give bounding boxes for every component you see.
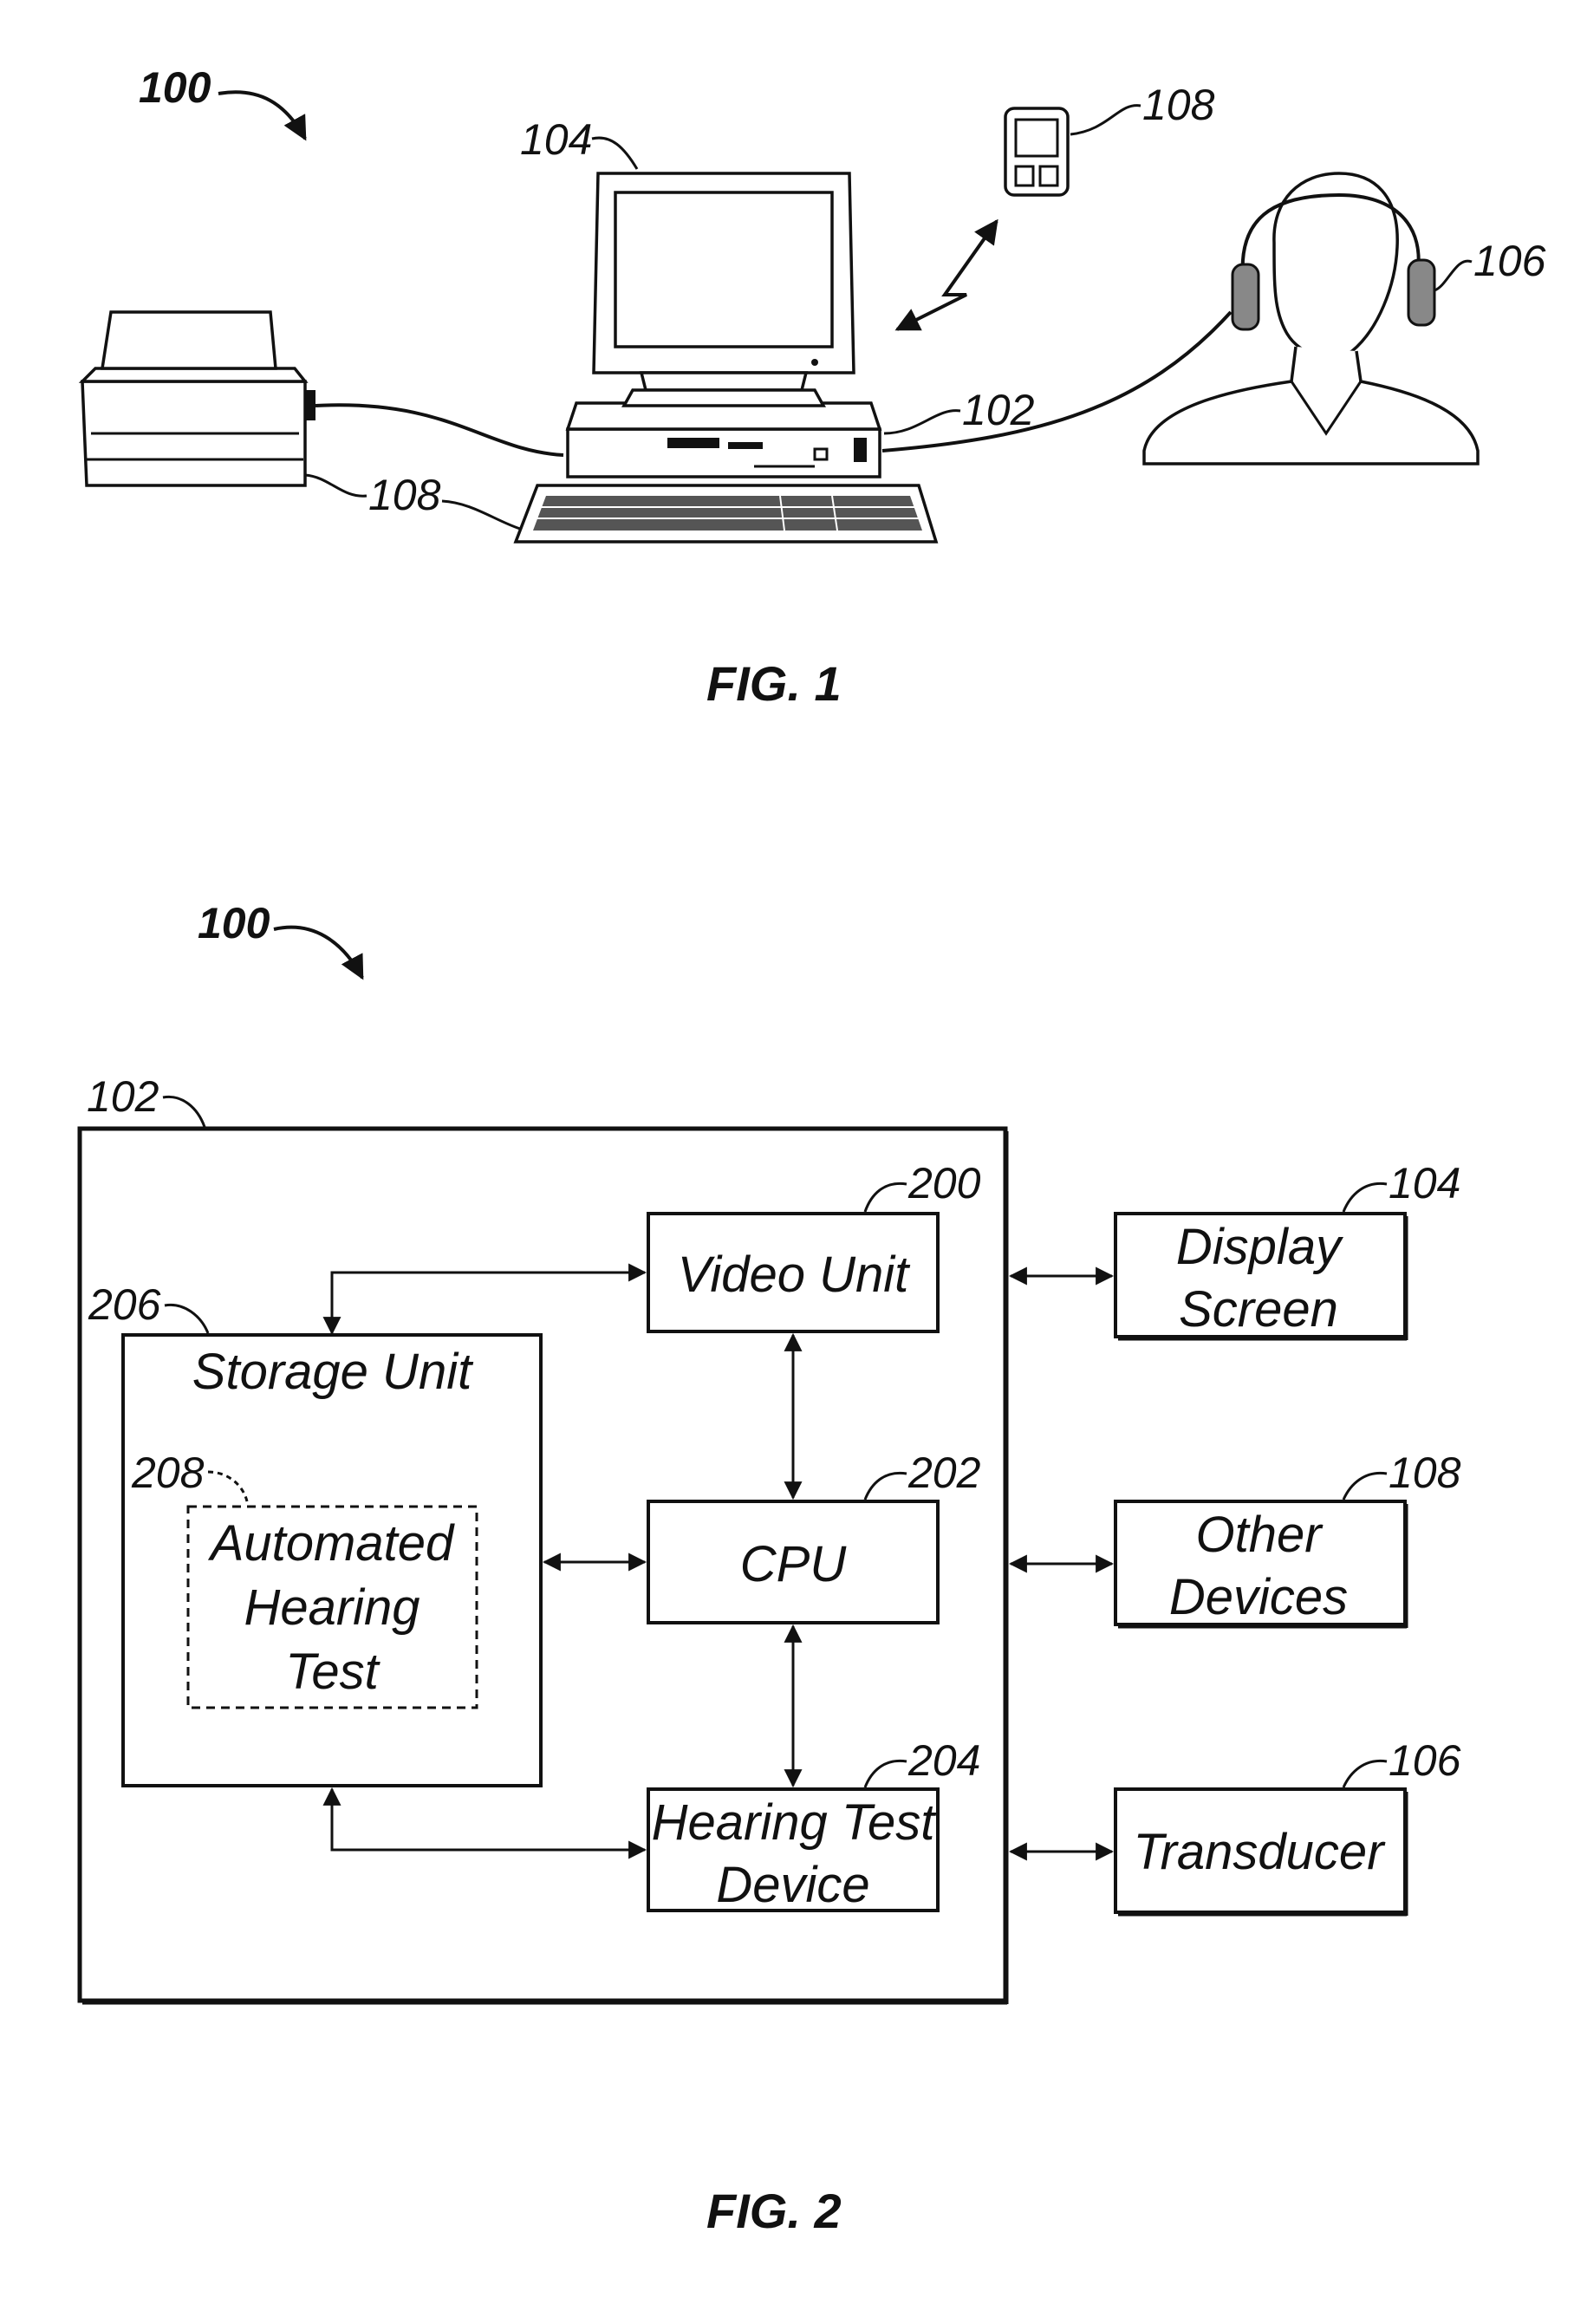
video-unit-label: Video Unit	[678, 1247, 911, 1303]
leader-printer	[305, 475, 367, 496]
monitor-illustration	[594, 173, 854, 406]
ref-system-fig1: 100	[139, 63, 211, 112]
leader-computer	[884, 411, 960, 433]
ref-system-fig2: 100	[198, 899, 270, 947]
ref-computer: 102	[962, 386, 1035, 434]
ref-video: 200	[907, 1159, 981, 1208]
leader-player	[1070, 106, 1141, 134]
ref-monitor: 104	[520, 115, 592, 164]
computer-illustration	[516, 403, 936, 542]
ref-arrow-system-fig1	[218, 92, 305, 139]
automated-hearing-test-line-1: Automated	[208, 1515, 455, 1572]
hearing-test-device-line-1: Hearing Test	[652, 1794, 938, 1851]
ref-listener: 106	[1473, 237, 1546, 285]
wireless-link	[897, 221, 997, 329]
ref-hearing-device: 204	[907, 1736, 980, 1785]
printer-illustration	[82, 312, 315, 485]
ref-cpu: 202	[907, 1448, 981, 1497]
portable-player-illustration	[1005, 108, 1068, 195]
other-devices-line-2: Devices	[1169, 1569, 1348, 1625]
ref-printer: 108	[368, 471, 441, 519]
storage-unit-title: Storage Unit	[192, 1344, 474, 1400]
cpu-label: CPU	[740, 1536, 848, 1592]
ref-transducer: 106	[1389, 1736, 1461, 1785]
ref-computer-fig2: 102	[87, 1072, 159, 1121]
leader-monitor	[592, 138, 637, 169]
fig1-caption: FIG. 1	[706, 656, 842, 711]
listener-illustration	[1144, 173, 1478, 464]
hearing-test-device-line-2: Device	[716, 1857, 869, 1913]
printer-cable	[315, 405, 563, 455]
ref-player: 108	[1142, 81, 1215, 129]
automated-hearing-test-line-2: Hearing	[244, 1579, 420, 1636]
automated-hearing-test-line-3: Test	[285, 1644, 380, 1700]
ref-arrow-system-fig2	[274, 928, 362, 978]
leader-listener	[1434, 261, 1472, 290]
fig2: 100 102 Storage Unit 206 Automated Heari…	[80, 899, 1461, 2238]
leader-keyboard	[442, 501, 520, 529]
leader-display	[1343, 1183, 1387, 1212]
fig1: 100	[82, 63, 1546, 711]
leader-other	[1343, 1473, 1387, 1500]
ref-other: 108	[1389, 1448, 1461, 1497]
transducer-label: Transducer	[1133, 1824, 1386, 1880]
ref-test: 208	[131, 1448, 205, 1497]
leader-computer-fig2	[163, 1097, 205, 1127]
display-screen-line-1: Display	[1176, 1219, 1343, 1275]
leader-transducer	[1343, 1761, 1387, 1787]
fig2-caption: FIG. 2	[706, 2184, 842, 2238]
display-screen-line-2: Screen	[1179, 1281, 1338, 1338]
ref-display: 104	[1389, 1159, 1460, 1208]
other-devices-line-1: Other	[1195, 1507, 1324, 1563]
ref-storage: 206	[88, 1280, 161, 1329]
